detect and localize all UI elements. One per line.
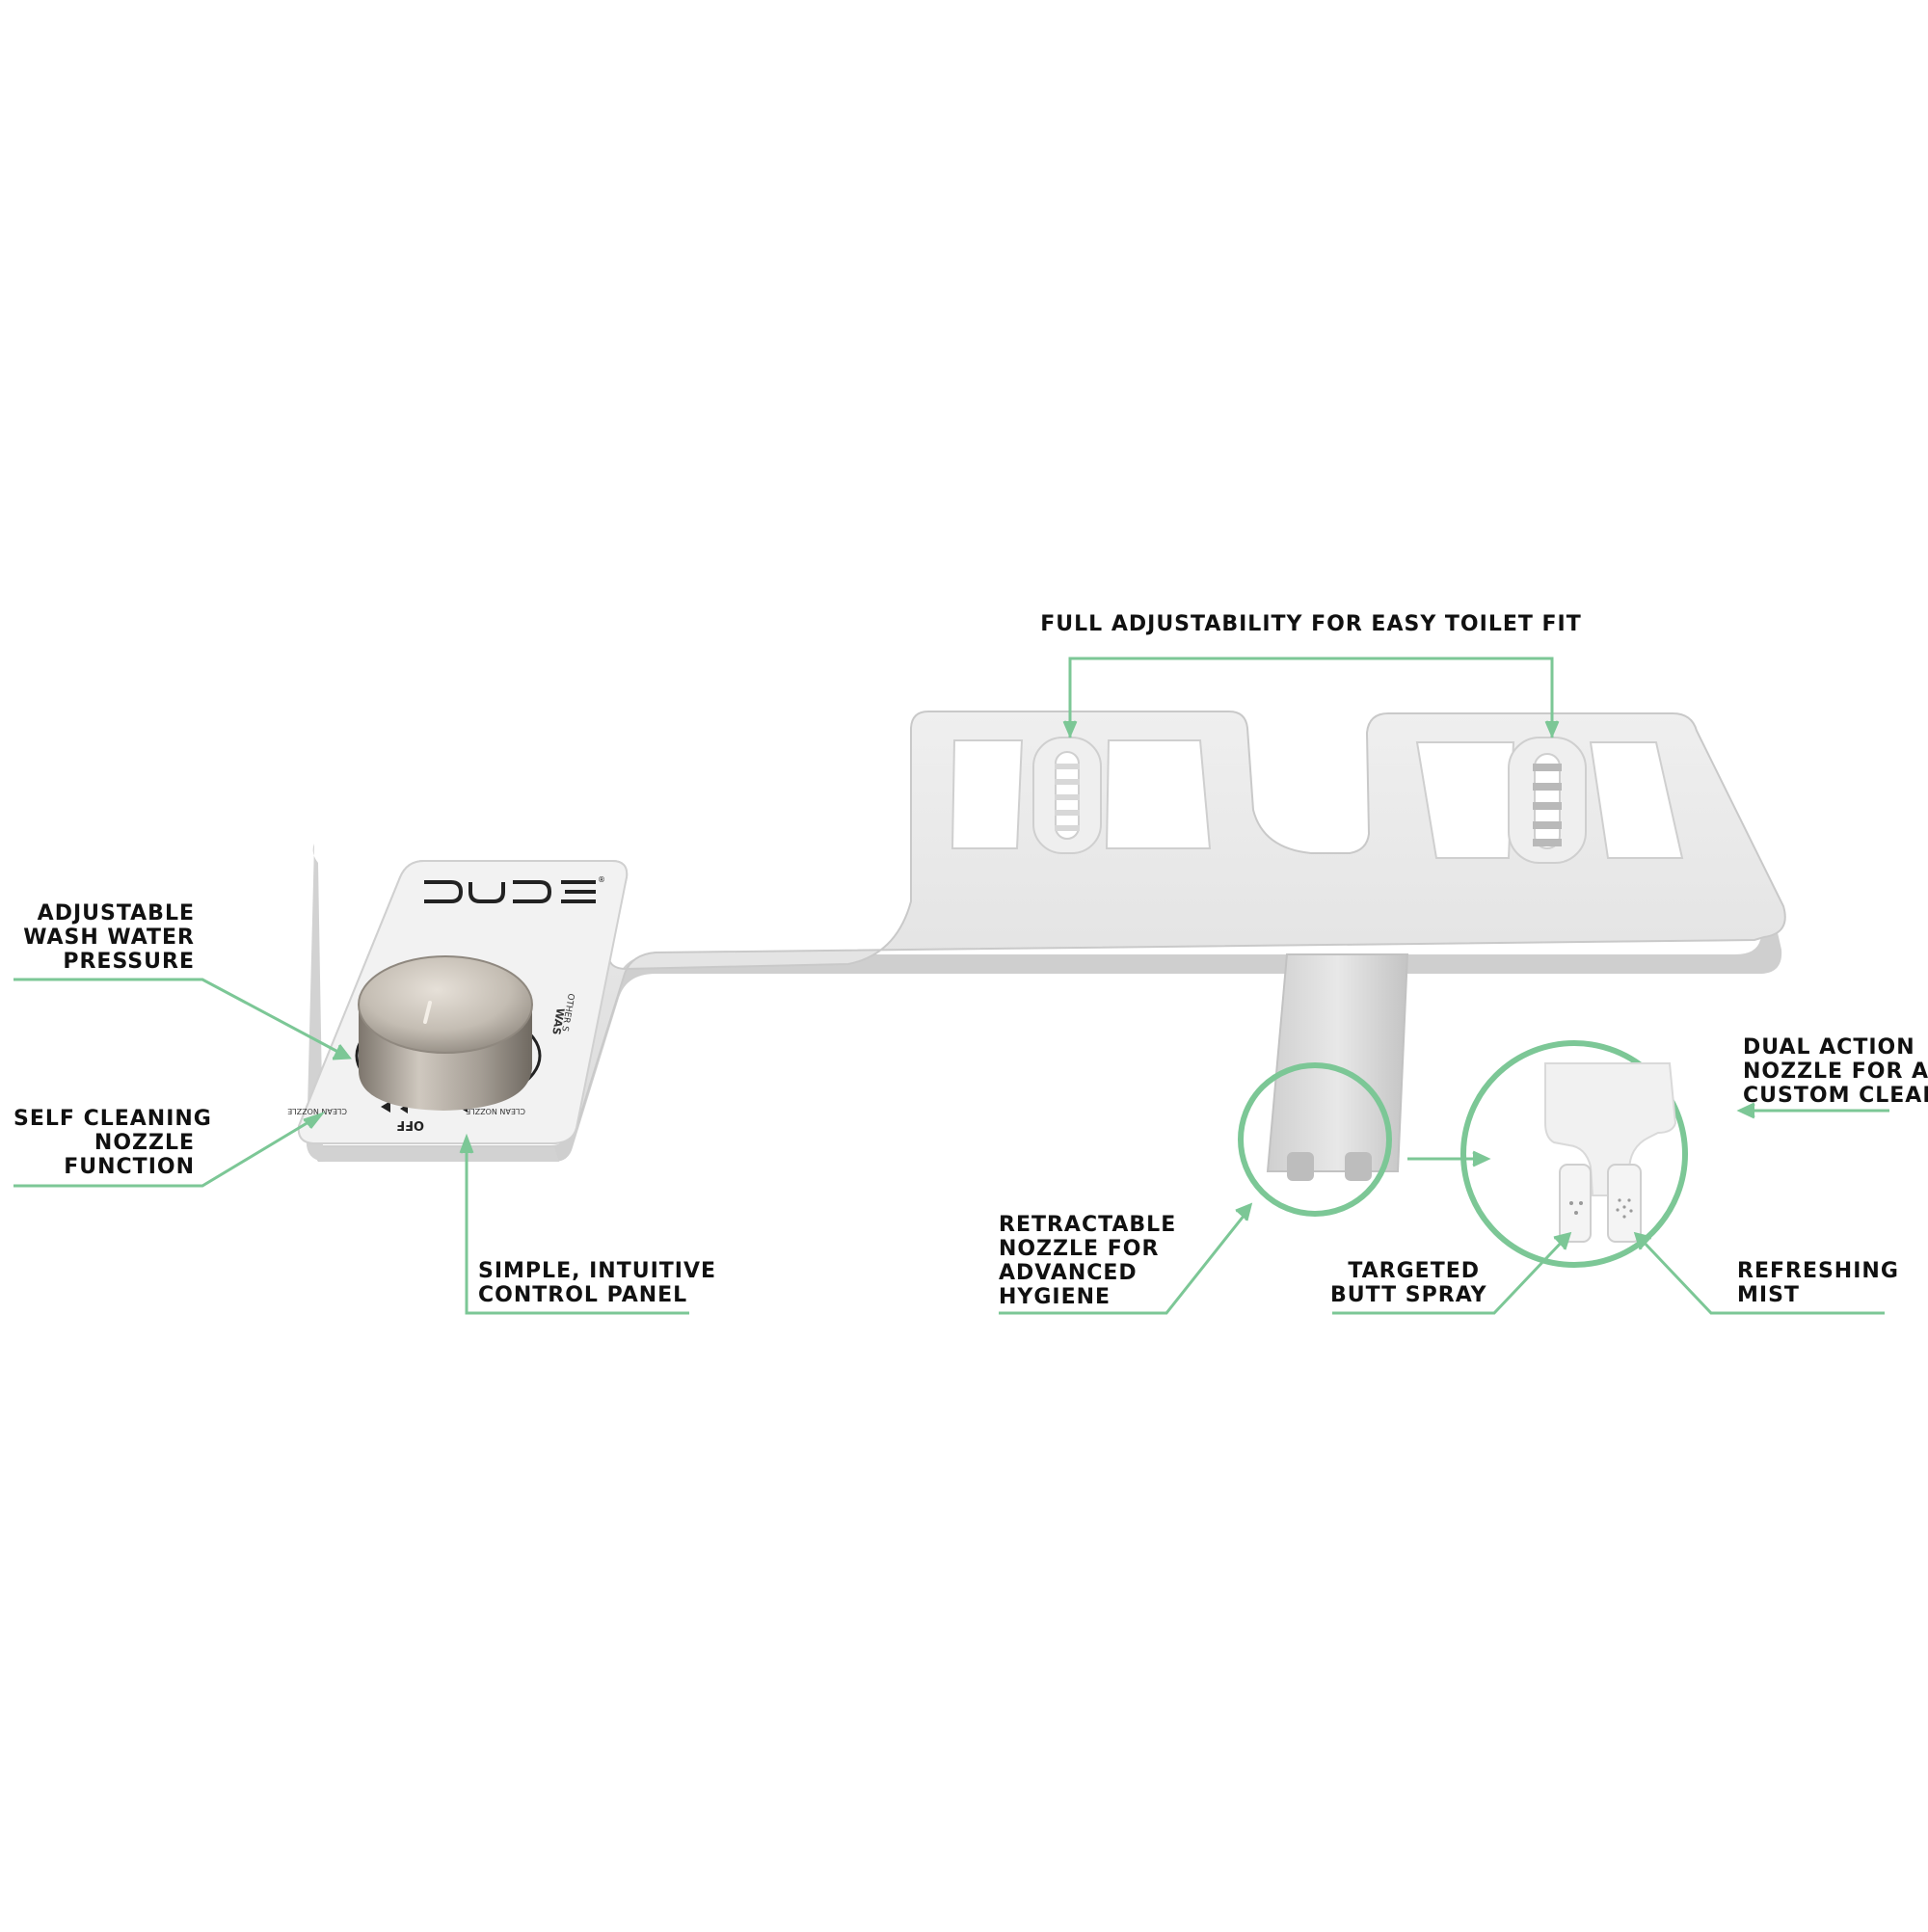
- callout-full-adjustability: FULL ADJUSTABILITY FOR EASY TOILET FIT: [1040, 612, 1582, 636]
- pressure-knob[interactable]: [358, 955, 533, 1111]
- retractable-zoom-circle: [1238, 1062, 1392, 1217]
- callout-control-panel: SIMPLE, INTUITIVE CONTROL PANEL: [478, 1259, 717, 1307]
- nozzle-stem: [1266, 953, 1409, 1181]
- callout-dual-action: DUAL ACTION NOZZLE FOR A CUSTOM CLEAN: [1743, 1035, 1928, 1108]
- callout-adjustable-pressure: ADJUSTABLE WASH WATER PRESSURE: [23, 901, 195, 974]
- dude-logo: ®: [424, 875, 605, 903]
- dial-label-off: OFF: [396, 1117, 424, 1132]
- dial-label-wash: WAS: [549, 1006, 567, 1035]
- svg-text:®: ®: [598, 875, 605, 884]
- callout-mist: REFRESHING MIST: [1737, 1259, 1899, 1307]
- dial-label-clean-left: CLEAN NOZZLE: [287, 1107, 347, 1115]
- callout-retractable: RETRACTABLE NOZZLE FOR ADVANCED HYGIENE: [999, 1213, 1177, 1309]
- callout-targeted: TARGETED BUTT SPRAY: [1330, 1259, 1487, 1307]
- dual-nozzle-zoom: [1460, 1040, 1688, 1268]
- callout-lines: [13, 657, 1889, 1315]
- dial-label-clean-right: CLEAN NOZZLE: [466, 1107, 525, 1115]
- callout-self-cleaning: SELF CLEANING NOZZLE FUNCTION: [13, 1107, 212, 1179]
